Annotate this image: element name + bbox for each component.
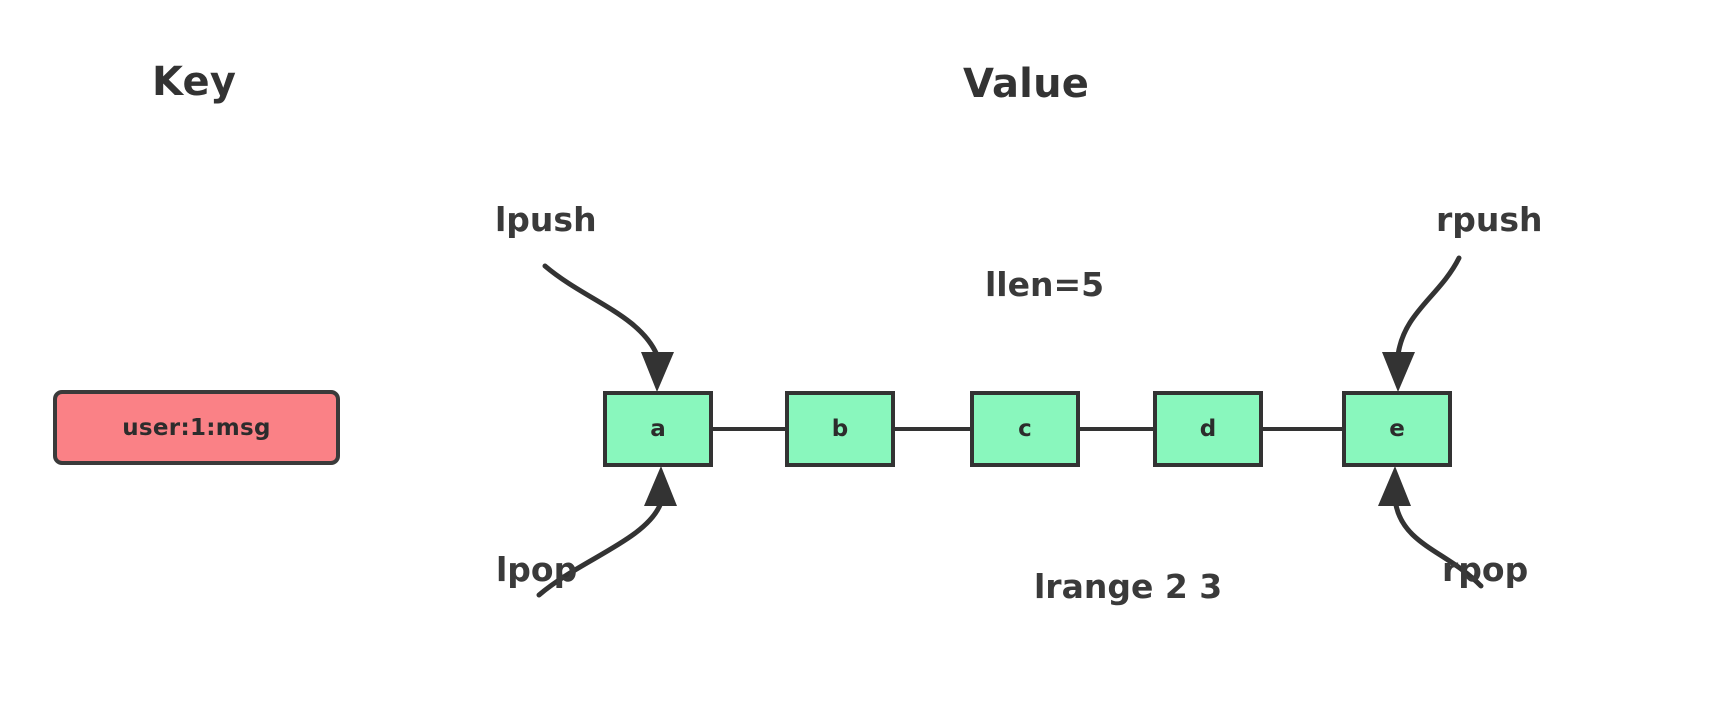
key-box[interactable]: user:1:msg: [53, 390, 340, 465]
list-node-1[interactable]: b: [785, 391, 895, 467]
rpop-arrow: [1378, 466, 1484, 589]
key-column-heading: Key: [152, 59, 237, 105]
lpush-label: lpush: [495, 200, 597, 239]
list-node-label: e: [1389, 416, 1405, 442]
list-node-label: a: [650, 416, 666, 442]
list-node-label: b: [831, 416, 849, 442]
list-node-0[interactable]: a: [603, 391, 713, 467]
list-node-label: d: [1199, 416, 1217, 442]
list-connector-3-4: [1261, 427, 1344, 431]
lpush-arrow: [542, 263, 674, 392]
lrange-annotation: lrange 2 3: [1034, 567, 1223, 606]
value-column-heading: Value: [963, 61, 1090, 107]
llen-annotation: llen=5: [985, 265, 1105, 304]
list-node-2[interactable]: c: [970, 391, 1080, 467]
list-node-4[interactable]: e: [1342, 391, 1452, 467]
rpush-arrow: [1382, 255, 1462, 392]
list-connector-2-3: [1078, 427, 1155, 431]
list-node-label: c: [1018, 416, 1032, 442]
lpop-label: lpop: [496, 550, 578, 589]
list-connector-1-2: [893, 427, 972, 431]
lpop-arrow: [536, 466, 677, 598]
list-connector-0-1: [711, 427, 787, 431]
rpop-label: rpop: [1442, 550, 1529, 589]
rpush-label: rpush: [1436, 200, 1543, 239]
key-box-label: user:1:msg: [122, 414, 271, 441]
list-node-3[interactable]: d: [1153, 391, 1263, 467]
